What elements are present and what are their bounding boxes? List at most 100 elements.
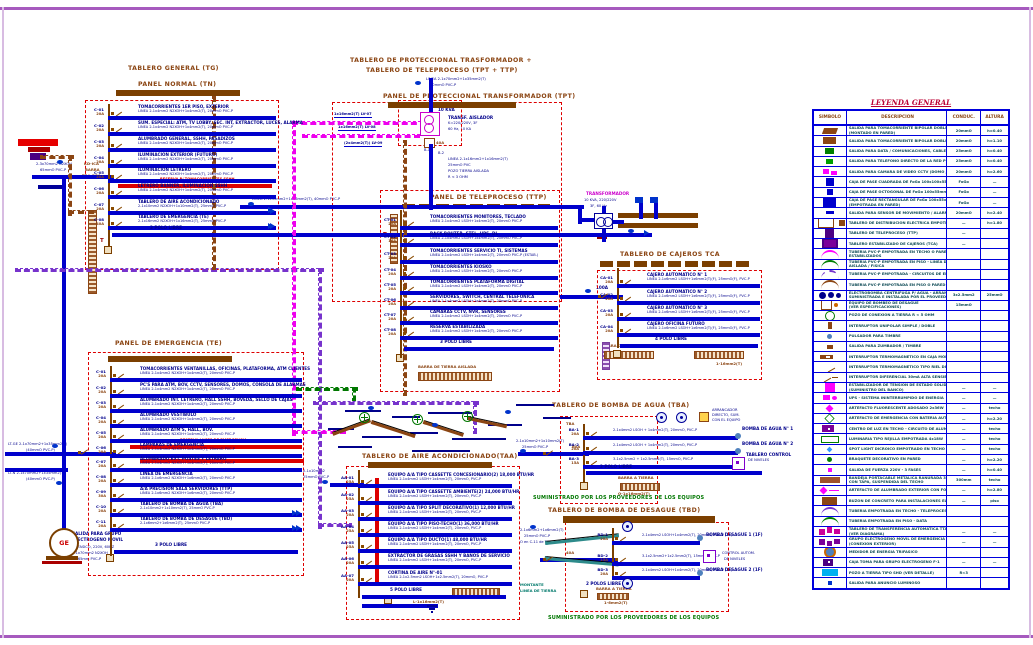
legend-conduit-text: —: [961, 488, 966, 493]
wire-line: [639, 203, 643, 219]
circuit-desc: CAJERO OFICINA FUTURO: [647, 321, 705, 326]
legend-conduit-text: —: [961, 539, 966, 544]
circuit-id: C-03: [96, 400, 106, 405]
circuit-spec: LINEA 2-1x4mm2 N2XOH+1x4mm2(T), 20mmO PV…: [140, 447, 235, 451]
feeder-arrow-icon: [292, 510, 297, 516]
frame-top: [0, 7, 1033, 10]
control-box-icon: [703, 550, 716, 563]
half-icon: [817, 218, 834, 228]
circuit-id: CT-01: [384, 217, 396, 222]
wire-line: [654, 203, 658, 219]
circuit-spec: 2-1x6mm2+1x6mm2(T), 25mmO PVC-P: [140, 521, 211, 525]
legend-desc-cell: ESTABILIZADOR DE TENSION DE ESTADO SOLID…: [847, 383, 948, 393]
legend-symbol-cell: [814, 455, 847, 465]
breaker-icon: [361, 492, 373, 502]
legend-height-cell: [981, 332, 1008, 341]
circuit-wire: [617, 317, 760, 321]
circuit-id: BD-3: [597, 567, 608, 572]
wire-line: [302, 134, 420, 138]
legend-desc-text: ESTABILIZADOR DE TENSION DE ESTADO SOLID…: [848, 383, 948, 388]
text-label: TBA: [566, 421, 575, 426]
legend-height-cell: [981, 548, 1008, 557]
legend-desc-text2: ESTABILIZADOS: [848, 254, 882, 259]
circuit-id: C-08: [94, 217, 104, 222]
legend-desc-text: ARTEFACTO DE ALUMBRADO EXTERIOR CON FOTO…: [848, 488, 947, 493]
pclu-icon: [819, 538, 826, 545]
legend-desc-text: SALIDA DE FUERZA 220V - 3 FASES: [848, 467, 922, 472]
circuit-desc: PC'S PARA ATM, BOV, CCTV, SENSORES, DOMO…: [140, 382, 306, 387]
circuit-spec: LINEA 2-1x4mm2 LSOH+1x4mm2(T), 20mmO, PV…: [388, 526, 482, 530]
legend-conduit-cell: —: [947, 393, 982, 403]
arcb-icon: [820, 280, 839, 289]
text-label: 1x16mm2(T) LV-08: [338, 125, 376, 131]
legend-desc-cell: INTERRUPTOR UNIPOLAR SIMPLE / DOBLE: [847, 321, 948, 331]
circuit-desc: CAJERO AUTOMATICO N° 2: [647, 289, 708, 294]
wire-line: [292, 121, 296, 436]
circuit-id: CT-05: [384, 282, 396, 287]
breaker-icon: [111, 217, 123, 227]
legend-desc-text2: (VER DIAGRAMA): [848, 531, 885, 536]
legend-conduit-cell: [947, 269, 982, 280]
legend-desc-text: TUBERIA PVC-P EMPOTRADA EN TECHO O PARED…: [848, 249, 947, 254]
circuit-id: C-03: [94, 139, 104, 144]
legend-conduit-text: FoGo: [958, 180, 969, 185]
text-label: 65mmO PVC-P: [40, 168, 67, 172]
legend-conduit-cell: —: [947, 218, 982, 228]
circuit-amp: 20A: [96, 112, 104, 116]
circuit-wire: [583, 436, 738, 440]
cable-tag-icon: [520, 449, 526, 453]
circuit-id: C-11: [96, 519, 106, 524]
legend-row: ELECTROBOMBA CENTRIFUGA P/ AGUA - ARRANQ…: [814, 290, 1008, 301]
legend-conduit-cell: —: [947, 465, 982, 475]
circuit-id: C-05: [94, 170, 104, 175]
circuit-amp: 20A: [388, 287, 396, 291]
legend-desc-text: GRUPO ELECTROGENO MOVIL DE EMERGENCIA 22…: [848, 537, 946, 542]
gbar-icon: [820, 435, 839, 443]
circuit-spec: LINEA 2-1x4mm2 N2XOH+1x4mm2(T), 20mmO PV…: [138, 157, 233, 161]
legend-height-text: —: [992, 395, 997, 400]
legend-header-cell: ALTURA: [985, 115, 1004, 120]
legend-conduit-cell: —: [947, 383, 982, 393]
circuit-amp: 20A: [388, 332, 396, 336]
legend-desc-text: TUBERIA PVC-P EMPOTRADA - CIRCUITOS DE E…: [848, 272, 946, 277]
circuit-desc: EQUIPO A/A TIPO PISO-TECHO(1) 36,000 BTU…: [388, 521, 499, 526]
wire-line: [240, 205, 584, 209]
breaker-icon: [113, 519, 125, 529]
arcg-icon: [820, 259, 839, 269]
diagram-shape: [42, 561, 82, 564]
legend-desc-text: BUZON DE CONCRETO PARA INSTALACIONES ELE…: [848, 498, 947, 503]
mdbl-icon: [830, 170, 837, 175]
legend-height-text: h=2.40: [987, 210, 1002, 215]
legend-row: MEDIDOR DE ENERGIA TRIFASICO: [814, 547, 1008, 558]
circuit-wire: [110, 424, 302, 428]
circuit-id: C-04: [96, 415, 106, 420]
diagram-shape: [46, 556, 78, 560]
cable-tag-icon: [322, 480, 328, 484]
breaker-pole: [620, 329, 623, 332]
text-label: 2-1x10mm2: [303, 469, 325, 473]
legend-desc-text: SALIDA PARA TELEFONO DIRECTO DE LA RED P…: [848, 159, 946, 164]
legend-symbol-cell: [814, 383, 847, 393]
legend-row: POZO DE CONEXION A TIERRA R < 5 OHM: [814, 311, 1008, 322]
circuit-amp: 20A: [600, 572, 608, 576]
diagram-shape: [362, 436, 402, 438]
breaker-pole: [113, 420, 116, 423]
breaker-pole: [403, 332, 406, 335]
circuit-spec: LINEA 2-1x4mm2 N2XOH+1x4mm2(T), 20mmO PV…: [140, 432, 235, 436]
text-label: TABLERO GENERAL (TG): [128, 65, 219, 72]
legend-conduit-text: —: [961, 221, 966, 226]
legend-height-text: h=1.80: [987, 221, 1002, 226]
legend-desc-text: CAJA DE PASE CUADRADA DE FoGo 100x100x55…: [848, 179, 947, 184]
legend-height-text: —: [992, 529, 997, 534]
circuit-spec: LINEA 2-1x4mm2 N2XOH+1x4mm2(T), 20mmO PV…: [140, 461, 235, 465]
spare-wire: [112, 233, 272, 237]
gdia-icon: [824, 413, 835, 424]
cable-tag-icon: [628, 229, 634, 233]
diagram-shape: [635, 197, 643, 203]
breaker-icon: [586, 456, 598, 466]
circuit-id: C-01: [96, 369, 106, 374]
circuit-spec: LINEA 2-1x4mm2 N2XOH+1x4mm2(T), 20mmO PV…: [140, 402, 235, 406]
breaker-pole: [620, 313, 623, 316]
legend-conduit-text: 3x2.5mm2: [952, 293, 975, 298]
wire-line: [296, 387, 358, 391]
